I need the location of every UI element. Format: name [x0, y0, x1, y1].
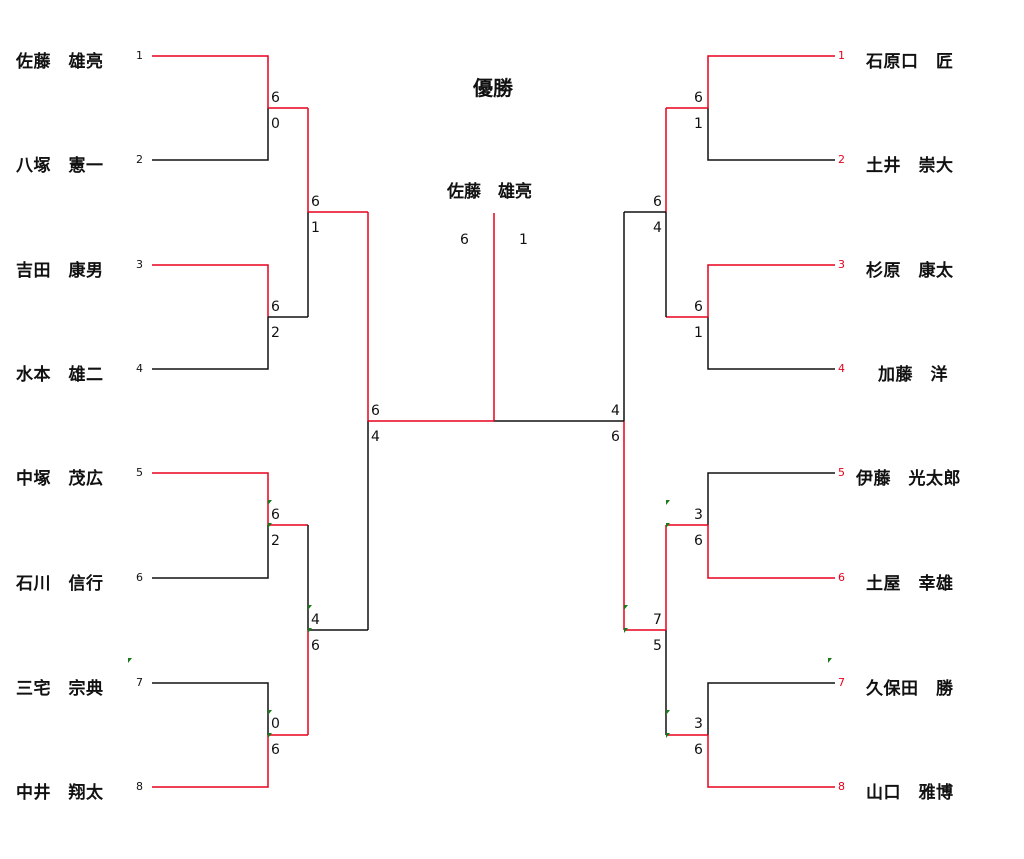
marker	[624, 628, 628, 633]
right-r2-score: 7	[653, 612, 662, 628]
left-player-name: 八塚 憲一	[16, 156, 104, 176]
left-player-name: 吉田 康男	[16, 261, 104, 281]
right-player-name: 土井 崇大	[866, 156, 954, 176]
marker	[666, 733, 670, 738]
left-seed: 1	[136, 49, 143, 62]
final-score-right: 1	[519, 232, 528, 248]
marker	[666, 523, 670, 528]
left-player-name: 中塚 茂広	[16, 469, 104, 489]
left-bracket	[152, 55, 494, 788]
right-line-p3	[707, 264, 835, 317]
right-r1-score: 1	[694, 116, 703, 132]
marker	[268, 500, 272, 505]
right-player-name: 石原口 匠	[866, 52, 954, 72]
right-player-name: 山口 雅博	[866, 783, 954, 803]
right-seed: 1	[838, 49, 845, 62]
left-player-name: 佐藤 雄亮	[16, 52, 104, 72]
left-line-p1	[152, 55, 269, 108]
marker-triangles	[128, 500, 832, 738]
left-r1-score: 2	[271, 533, 280, 549]
left-seed: 7	[136, 676, 143, 689]
final-score-left: 6	[460, 232, 469, 248]
right-player-name: 久保田 勝	[866, 679, 954, 699]
marker	[666, 710, 670, 715]
left-sf-score: 4	[371, 429, 380, 445]
left-sf-score: 6	[371, 403, 380, 419]
left-r1-score: 0	[271, 716, 280, 732]
left-seed: 6	[136, 571, 143, 584]
page-title: 優勝	[473, 76, 513, 100]
right-seed: 4	[838, 362, 845, 375]
marker	[268, 733, 272, 738]
left-line-p4	[152, 317, 269, 370]
right-r1-score: 1	[694, 325, 703, 341]
right-line-p1	[707, 55, 835, 108]
right-seed: 2	[838, 153, 845, 166]
left-r1-score: 6	[271, 90, 280, 106]
marker	[666, 500, 670, 505]
left-line-p7	[152, 682, 269, 735]
left-seed: 4	[136, 362, 143, 375]
right-bracket	[494, 55, 835, 788]
left-r2-score: 1	[311, 220, 320, 236]
left-r1-score: 2	[271, 325, 280, 341]
left-line-p3	[152, 264, 269, 317]
marker	[128, 658, 132, 663]
right-player-name: 伊藤 光太郎	[856, 469, 961, 489]
right-player-name: 加藤 洋	[878, 365, 948, 385]
right-seed: 8	[838, 780, 845, 793]
right-player-name: 土屋 幸雄	[866, 574, 954, 594]
left-r2-score: 4	[311, 612, 320, 628]
left-line-p6	[152, 525, 269, 579]
right-sf-score: 6	[611, 429, 620, 445]
left-line-p8	[152, 735, 269, 788]
right-seed: 3	[838, 258, 845, 271]
marker	[268, 523, 272, 528]
left-player-name: 石川 信行	[16, 574, 104, 594]
right-line-p6	[707, 525, 835, 579]
marker	[308, 605, 312, 610]
left-r1-score: 0	[271, 116, 280, 132]
left-line-p2	[152, 108, 269, 161]
left-seed: 2	[136, 153, 143, 166]
right-line-p4	[707, 317, 835, 370]
right-line-p2	[707, 108, 835, 161]
right-r2-score: 4	[653, 220, 662, 236]
right-r1-score: 3	[694, 507, 703, 523]
left-player-name: 三宅 宗典	[16, 679, 104, 699]
left-line-p5	[152, 472, 269, 525]
left-player-name: 水本 雄二	[16, 365, 104, 385]
left-r2-score: 6	[311, 194, 320, 210]
right-r1-score: 6	[694, 742, 703, 758]
right-player-name: 杉原 康太	[866, 261, 954, 281]
right-line-p8	[707, 735, 835, 788]
right-seed: 7	[838, 676, 845, 689]
marker	[624, 605, 628, 610]
left-seed: 5	[136, 466, 143, 479]
left-seed: 8	[136, 780, 143, 793]
right-r1-score: 6	[694, 90, 703, 106]
right-line-p7	[707, 682, 835, 735]
right-r2-score: 5	[653, 638, 662, 654]
marker	[828, 658, 832, 663]
right-r1-score: 6	[694, 533, 703, 549]
left-r2-score: 6	[311, 638, 320, 654]
right-sf-score: 4	[611, 403, 620, 419]
champion-name: 佐藤 雄亮	[447, 182, 532, 202]
left-r1-score: 6	[271, 299, 280, 315]
marker	[308, 628, 312, 633]
right-r2-score: 6	[653, 194, 662, 210]
right-seed: 6	[838, 571, 845, 584]
right-r1-score: 6	[694, 299, 703, 315]
marker	[268, 710, 272, 715]
left-seed: 3	[136, 258, 143, 271]
left-r1-score: 6	[271, 507, 280, 523]
left-r1-score: 6	[271, 742, 280, 758]
right-seed: 5	[838, 466, 845, 479]
left-player-name: 中井 翔太	[16, 783, 104, 803]
right-r1-score: 3	[694, 716, 703, 732]
right-line-p5	[707, 472, 835, 525]
